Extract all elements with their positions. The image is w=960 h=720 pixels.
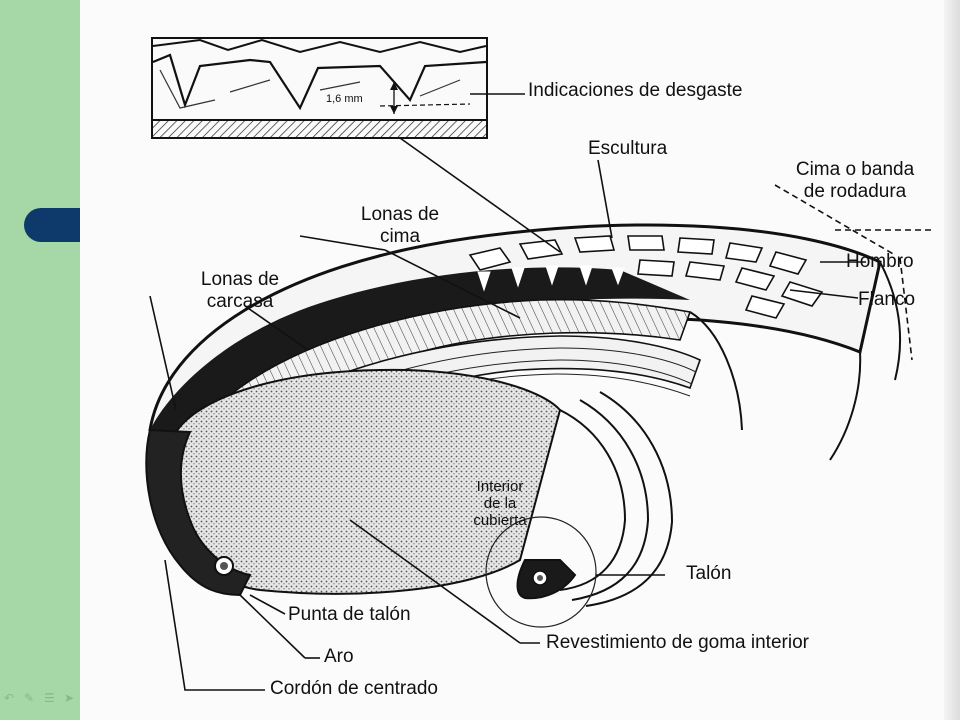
label-crown-line1: Cima o banda xyxy=(795,159,915,180)
label-belt-plies-line2: cima xyxy=(379,226,421,247)
leader-lines xyxy=(149,93,935,691)
label-shoulder: Hombro xyxy=(846,251,914,272)
label-carcass-plies-line1: Lonas de xyxy=(200,269,280,290)
label-interior-line1: Interior xyxy=(476,478,524,495)
edit-pen-icon[interactable]: ✎ xyxy=(24,691,35,705)
tire-body xyxy=(145,223,901,628)
label-depth: 1,6 mm xyxy=(326,93,363,105)
label-crown: Cima o banda de rodadura xyxy=(770,159,940,203)
label-centering-rib: Cordón de centrado xyxy=(270,678,438,699)
label-carcass-plies-line2: carcasa xyxy=(206,291,274,312)
label-belt-plies-line1: Lonas de xyxy=(360,204,440,225)
menu-icon[interactable]: ☰ xyxy=(44,691,55,705)
label-carcass-plies: Lonas de carcasa xyxy=(180,269,300,313)
label-interior-line3: cubierta xyxy=(473,512,527,529)
label-crown-line2: de rodadura xyxy=(803,181,907,202)
label-flank: Flanco xyxy=(858,289,916,310)
label-bead-toe: Punta de talón xyxy=(288,604,411,625)
label-bead-wire: Aro xyxy=(324,646,354,667)
next-arrow-icon[interactable]: ➤ xyxy=(64,691,75,705)
prev-arrow-icon[interactable]: ↶ xyxy=(4,691,15,705)
label-interior: Interior de la cubierta xyxy=(450,478,550,529)
tread-detail-inset xyxy=(151,37,488,139)
label-wear-indicators: Indicaciones de desgaste xyxy=(528,80,743,101)
label-tread-pattern: Escultura xyxy=(588,138,668,159)
page-edge xyxy=(944,0,960,720)
label-interior-line2: de la xyxy=(483,495,517,512)
sidebar-tab-marker xyxy=(24,208,80,242)
slide-navigation: ↶ ✎ ☰ ➤ xyxy=(4,692,78,704)
label-bead: Talón xyxy=(686,563,732,584)
slide-sidebar xyxy=(0,0,80,720)
label-inner-liner: Revestimiento de goma interior xyxy=(546,632,809,653)
label-belt-plies: Lonas de cima xyxy=(340,204,460,248)
